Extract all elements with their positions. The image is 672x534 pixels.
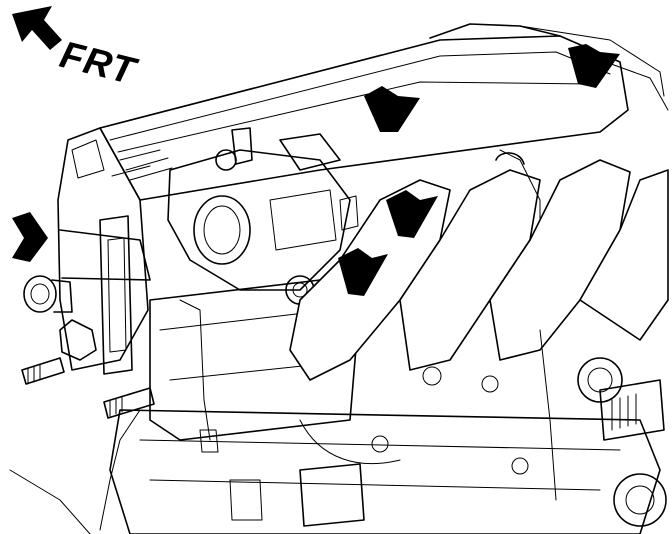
front-orientation-indicator: FRT: [12, 6, 142, 94]
callout-arrow-icon: [568, 44, 620, 88]
front-label: FRT: [56, 34, 142, 94]
sensor-connectors-left: [9, 357, 155, 534]
front-direction-arrow-icon: [12, 6, 62, 50]
callout-arrow-icon: [12, 212, 48, 262]
callout-arrow-icon: [338, 248, 388, 296]
cam-cover: [99, 23, 669, 201]
throttle-body: [167, 127, 351, 305]
callout-arrow-icon: [386, 190, 438, 238]
coolant-outlet: [23, 275, 97, 361]
lower-components: [179, 299, 667, 527]
callout-arrows: [12, 44, 620, 296]
callout-arrow-icon: [364, 86, 420, 132]
